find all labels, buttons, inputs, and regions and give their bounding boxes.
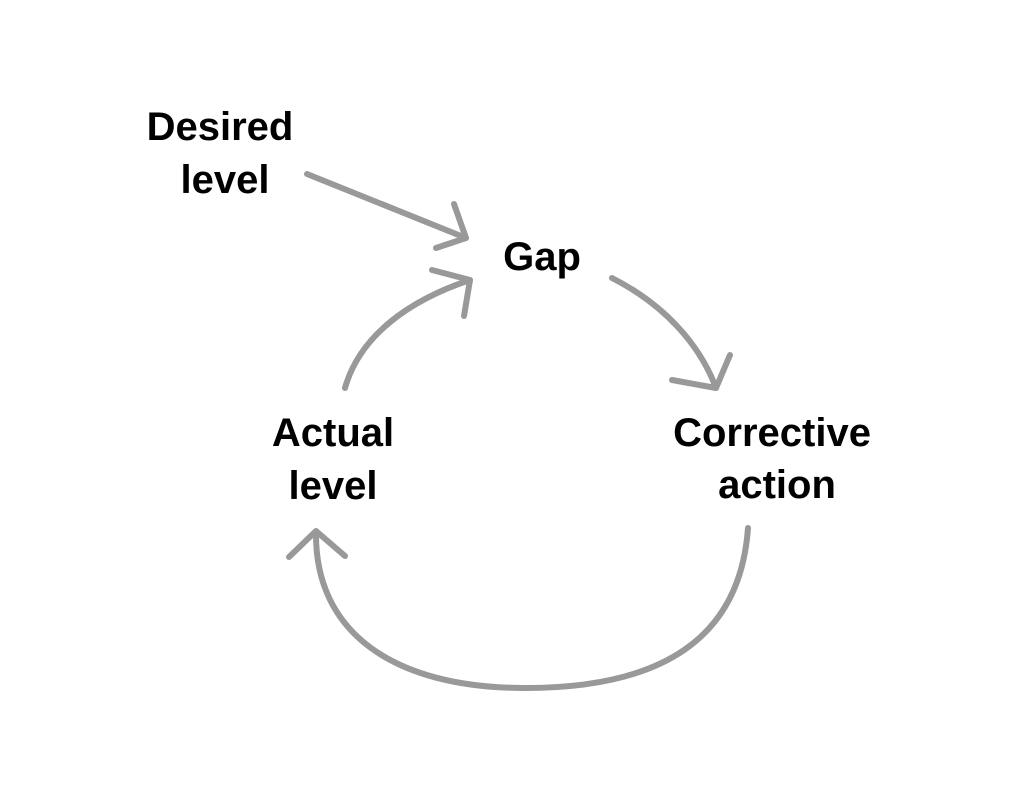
arrow-gap-to-corrective-shaft xyxy=(609,275,719,391)
desired-level-label-line1: Desired xyxy=(147,105,294,149)
node-desired-level: Desired level xyxy=(147,105,294,202)
arrow-actual-to-gap-head xyxy=(429,267,473,319)
corrective-action-label-line2: action xyxy=(718,463,836,507)
corrective-action-label-line1: Corrective xyxy=(673,411,871,455)
arrow-corrective-to-actual-head xyxy=(286,528,348,560)
arrow-gap-to-corrective-head xyxy=(669,352,733,391)
arrow-desired-to-gap-shaft xyxy=(304,171,469,241)
desired-level-label-line2: level xyxy=(181,158,270,202)
node-gap: Gap xyxy=(503,235,581,279)
arrow-gap-to-corrective xyxy=(609,275,733,391)
arrow-desired-to-gap xyxy=(304,171,469,251)
arrow-actual-to-gap-shaft xyxy=(342,277,473,391)
arrow-actual-to-gap xyxy=(342,267,473,391)
arrow-desired-to-gap-head xyxy=(433,201,469,251)
actual-level-label-line1: Actual xyxy=(272,411,394,455)
gap-label: Gap xyxy=(503,235,581,279)
arrow-corrective-to-actual-shaft xyxy=(312,525,751,691)
actual-level-label-line2: level xyxy=(289,464,378,508)
arrow-corrective-to-actual xyxy=(286,525,751,691)
node-actual-level: Actual level xyxy=(272,411,394,508)
node-corrective-action: Corrective action xyxy=(673,411,871,507)
